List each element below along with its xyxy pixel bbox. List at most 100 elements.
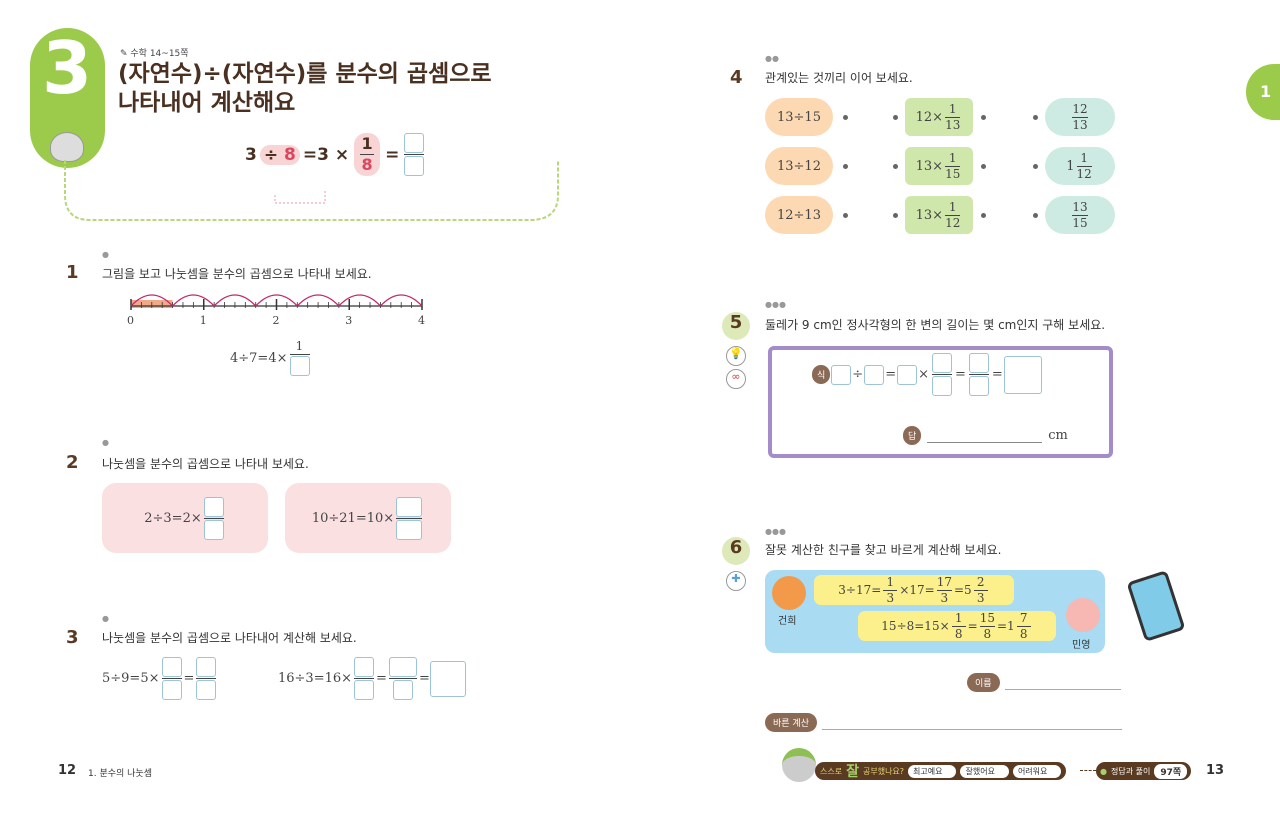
match-left-item[interactable]: 12÷13 xyxy=(765,196,833,234)
cat-mascot-icon xyxy=(50,132,84,162)
answer-box[interactable] xyxy=(196,680,217,700)
answer-box[interactable] xyxy=(831,364,852,385)
tick-label: 2 xyxy=(272,314,280,327)
difficulty-icon: ●●● xyxy=(765,527,786,536)
rating-option-good[interactable]: 잘했어요 xyxy=(960,764,1009,778)
answer-box[interactable] xyxy=(161,657,182,677)
question-text: 관계있는 것끼리 이어 보세요. xyxy=(765,71,913,85)
friend-name: 건희 xyxy=(778,616,797,627)
jump-arc xyxy=(255,294,298,307)
answer-box[interactable] xyxy=(968,376,989,396)
match-dot[interactable] xyxy=(981,115,986,120)
tick-label: 1 xyxy=(199,314,207,327)
tick-label: 4 xyxy=(418,314,425,327)
match-dot[interactable] xyxy=(1033,213,1038,218)
answer-box[interactable] xyxy=(203,519,224,540)
page-number: 12 xyxy=(58,763,77,778)
question-text: 둘레가 9 cm인 정사각형의 한 변의 길이는 몇 cm인지 구해 보세요. xyxy=(765,318,1106,332)
tick-label: 0 xyxy=(127,314,134,327)
lesson-title: (자연수)÷(자연수)를 분수의 곱셈으로 나타내어 계산해요 xyxy=(118,61,492,116)
answer-box[interactable] xyxy=(429,660,466,697)
answer-box[interactable] xyxy=(388,657,417,677)
puzzle-icon: ✚ xyxy=(726,571,746,591)
number-line xyxy=(130,294,423,310)
match-dot[interactable] xyxy=(893,213,898,218)
correct-calc-field: 바른 계산 xyxy=(765,713,1122,732)
jump-arc xyxy=(172,294,215,307)
difficulty-icon: ● xyxy=(102,438,109,447)
answer-box[interactable] xyxy=(932,353,952,373)
lesson-ref: ✎ 수학 14~15쪽 xyxy=(120,49,189,59)
chain-icon: ∞ xyxy=(726,369,746,389)
answer-box[interactable] xyxy=(203,496,224,517)
tick-label: 3 xyxy=(345,314,353,327)
avatar-girl xyxy=(1066,598,1100,632)
match-left-item[interactable]: 13÷15 xyxy=(765,98,833,136)
answer-box[interactable] xyxy=(354,680,375,700)
acorn-icon: ● xyxy=(1100,766,1107,776)
self-check-bar: 스스로 잘 공부했나요? 최고예요 잘했어요 어려워요 xyxy=(815,762,1067,780)
answer-box[interactable] xyxy=(932,376,952,396)
match-dot[interactable] xyxy=(1033,164,1038,169)
answer-line[interactable] xyxy=(927,429,1043,443)
edit-icon: ✎ xyxy=(120,49,131,59)
difficulty-icon: ●●● xyxy=(765,300,786,309)
answer-box[interactable] xyxy=(404,133,425,153)
page-number: 13 xyxy=(1206,763,1225,778)
answer-box[interactable] xyxy=(392,680,413,700)
answer-box[interactable] xyxy=(396,519,423,540)
match-dot[interactable] xyxy=(893,164,898,169)
answer-reference: ● 정답과 풀이 97쪽 xyxy=(1096,762,1192,780)
match-dot[interactable] xyxy=(981,164,986,169)
rating-option-best[interactable]: 최고예요 xyxy=(908,764,957,778)
question-text: 나눗셈을 분수의 곱셈으로 나타내 보세요. xyxy=(102,457,309,471)
match-dot[interactable] xyxy=(843,164,848,169)
answer-box[interactable] xyxy=(354,657,375,677)
answer-box[interactable] xyxy=(289,356,310,376)
q5-formula: 식 ÷=× = = xyxy=(812,353,1042,396)
answer-box[interactable] xyxy=(897,364,918,385)
answer-box[interactable] xyxy=(864,364,885,385)
answer-box[interactable] xyxy=(161,680,182,700)
match-dot[interactable] xyxy=(893,115,898,120)
lesson-number: 3 xyxy=(42,26,93,110)
difficulty-icon: ● xyxy=(102,614,109,623)
rating-option-hard[interactable]: 어려워요 xyxy=(1012,764,1062,778)
answer-box[interactable] xyxy=(1003,355,1042,394)
q1-equation: 4÷7=4× 1 xyxy=(230,340,312,376)
q2-card-2: 10÷21=10× xyxy=(285,483,451,553)
chapter-tab: 1 xyxy=(1246,64,1280,120)
answer-box[interactable] xyxy=(396,496,423,517)
dashed-path xyxy=(64,160,559,221)
jump-arc xyxy=(213,294,257,307)
jump-arc xyxy=(379,294,423,307)
answer-box[interactable] xyxy=(404,156,425,176)
phone-icon xyxy=(1126,570,1186,642)
match-dot[interactable] xyxy=(843,115,848,120)
avatar-boy xyxy=(772,576,806,610)
match-dot[interactable] xyxy=(843,213,848,218)
match-dot[interactable] xyxy=(1033,115,1038,120)
question-text: 그림을 보고 나눗셈을 분수의 곱셈으로 나타내 보세요. xyxy=(102,267,372,281)
match-dot[interactable] xyxy=(981,213,986,218)
lightbulb-icon: 💡 xyxy=(726,346,746,366)
number-line-labels: 0 1 2 3 4 xyxy=(125,314,430,328)
answer-box[interactable] xyxy=(968,353,989,373)
name-input[interactable] xyxy=(1004,676,1121,690)
mascot-icon xyxy=(782,748,816,782)
correct-calc-input[interactable] xyxy=(821,716,1122,730)
question-number: 1 xyxy=(66,262,79,283)
jump-arc xyxy=(130,294,174,307)
match-left-item[interactable]: 13÷12 xyxy=(765,147,833,185)
answer-box[interactable] xyxy=(196,657,217,677)
q5-answer: 답 cm xyxy=(903,426,1068,445)
question-number: 5 xyxy=(722,312,750,340)
